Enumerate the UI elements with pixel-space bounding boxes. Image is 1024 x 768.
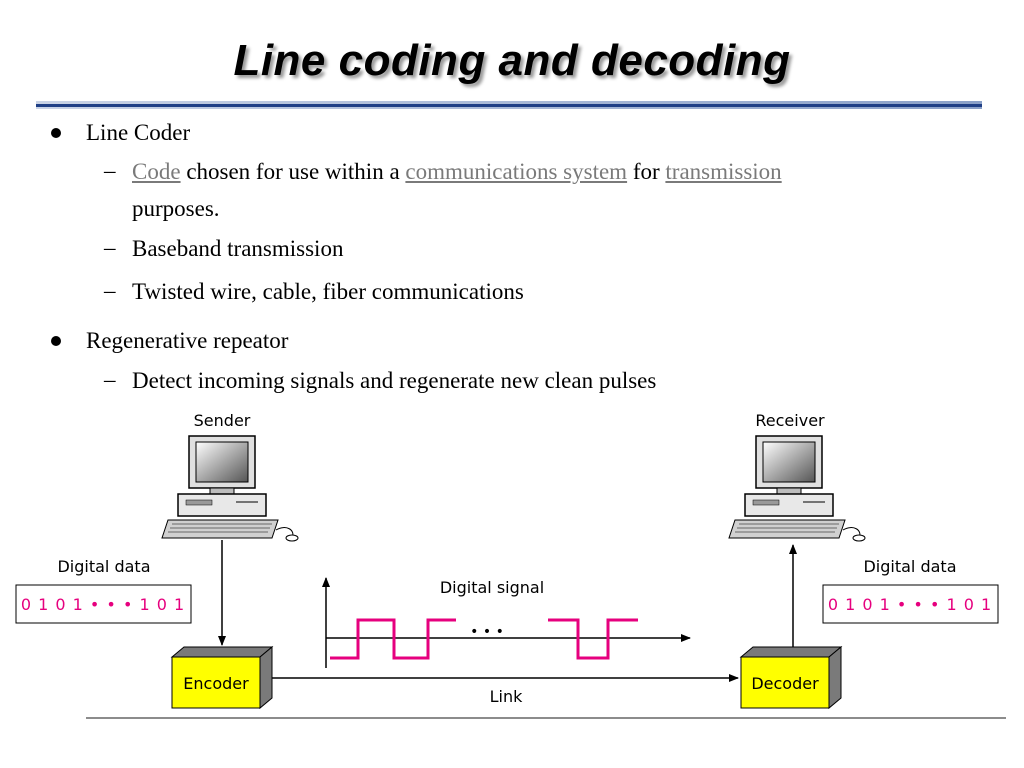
digital-data-left-label: Digital data <box>57 557 150 576</box>
title-rule-dark <box>36 104 982 107</box>
sub-bullet-baseband: Baseband transmission <box>132 236 344 261</box>
digital-signal-waveform-left <box>330 618 456 660</box>
footer-rule <box>86 717 1006 719</box>
receiver-label: Receiver <box>755 411 825 430</box>
bits-right-box <box>822 584 999 624</box>
encoder-label: Encoder <box>183 674 249 693</box>
digital-signal-label: Digital signal <box>440 578 544 597</box>
code-link[interactable]: Code <box>132 159 181 184</box>
bullet-regenerative: Regenerative repeator <box>86 328 289 353</box>
sub-text-2: for <box>627 159 666 184</box>
decoder-box: Decoder <box>739 645 843 710</box>
bullet-list: Line Coder – Code chosen for use within … <box>51 120 972 393</box>
sub-dash: – <box>104 367 116 392</box>
bullet-dot <box>51 128 61 138</box>
sub-dash: – <box>104 158 116 183</box>
sub-bullet-twisted-wire: Twisted wire, cable, fiber communication… <box>132 279 524 304</box>
sender-computer-icon <box>161 435 299 542</box>
slide-title: Line coding and decoding <box>233 36 791 85</box>
sub-bullet-code: Code chosen for use within a communicati… <box>132 158 972 186</box>
encoder-box: Encoder <box>170 645 274 710</box>
sub-dash: – <box>104 278 116 303</box>
communications-system-link[interactable]: communications system <box>405 159 628 184</box>
sub-dash: – <box>104 235 116 260</box>
bullet-line-coder: Line Coder <box>86 120 191 145</box>
bullet-dot <box>51 336 61 346</box>
bits-left: 0 1 0 1 • • • 1 0 1 <box>21 595 185 614</box>
title-rule <box>36 101 982 104</box>
sub-bullet-detect: Detect incoming signals and regenerate n… <box>132 368 657 393</box>
transmission-link[interactable]: transmission <box>665 159 782 184</box>
decoder-label: Decoder <box>751 674 819 693</box>
receiver-computer-icon <box>728 435 866 542</box>
bits-right: 0 1 0 1 • • • 1 0 1 <box>828 595 992 614</box>
sender-label: Sender <box>194 411 251 430</box>
digital-data-right-label: Digital data <box>863 557 956 576</box>
line-coding-diagram: Sender Receiver Digital data 0 1 0 1 • •… <box>15 411 999 710</box>
title-rule-light <box>36 107 982 109</box>
link-label: Link <box>490 687 524 706</box>
sub-text-1: chosen for use within a <box>180 159 406 184</box>
sub-text-3: purposes. <box>132 196 220 221</box>
digital-signal-waveform-right <box>548 618 638 660</box>
signal-ellipsis: • • • <box>470 624 504 640</box>
bits-left-box <box>15 584 192 624</box>
